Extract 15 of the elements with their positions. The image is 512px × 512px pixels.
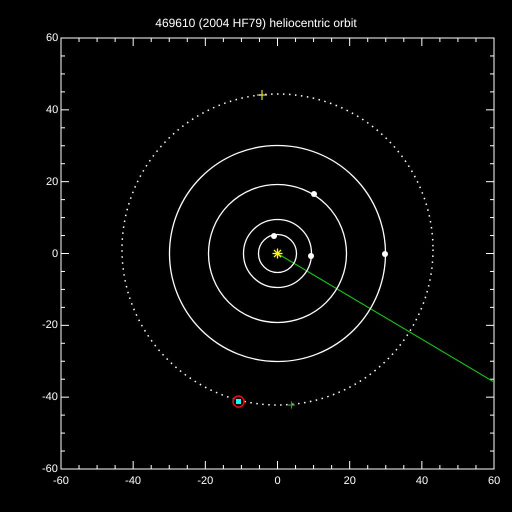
y-tick-label: 60 xyxy=(46,32,58,44)
x-tick-label: -60 xyxy=(53,475,69,487)
x-tick-label: 60 xyxy=(488,475,500,487)
x-tick-label: -40 xyxy=(125,475,142,487)
y-tick-label: 40 xyxy=(46,104,58,116)
x-tick-label: 0 xyxy=(274,475,281,487)
x-tick-label: 40 xyxy=(416,475,428,487)
y-tick-label: 20 xyxy=(46,176,58,188)
y-tick-label: -20 xyxy=(42,319,58,332)
chart-title: 469610 (2004 HF79) heliocentric orbit xyxy=(155,16,357,30)
y-tick-label: -40 xyxy=(42,391,58,404)
y-tick-label: 0 xyxy=(52,248,58,260)
x-tick-label: -20 xyxy=(197,475,214,487)
x-tick-label: 20 xyxy=(344,475,356,487)
y-tick-label: -60 xyxy=(42,463,58,475)
